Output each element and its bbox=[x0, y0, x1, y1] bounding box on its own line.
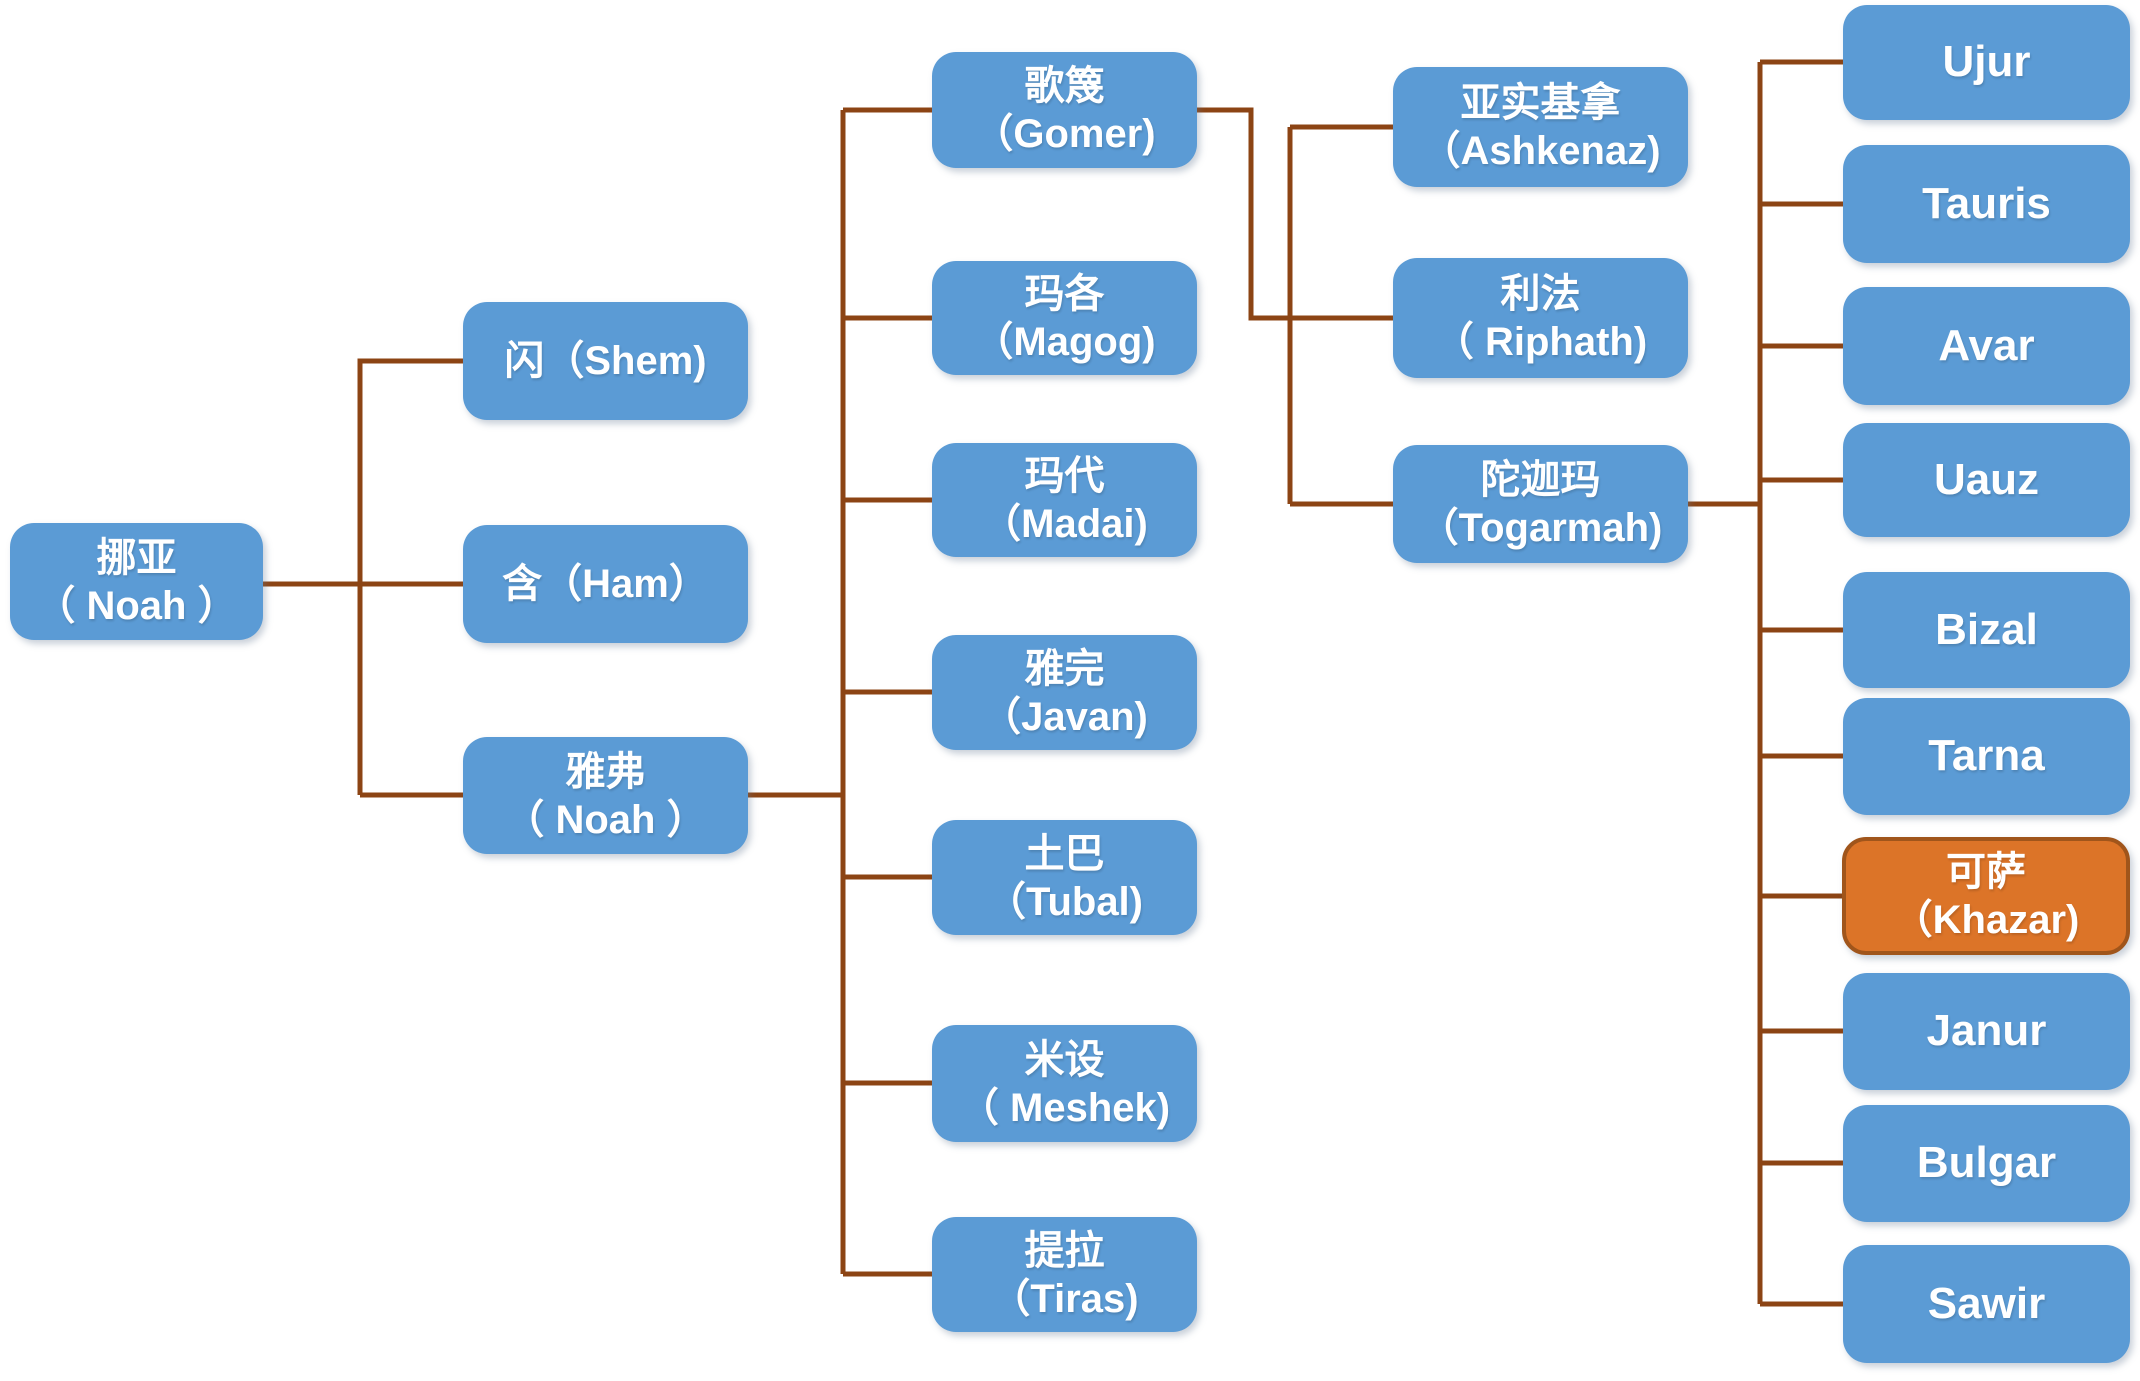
node-gomer: 歌篾 （Gomer) bbox=[932, 52, 1197, 168]
node-magog: 玛各 （Magog) bbox=[932, 261, 1197, 375]
node-label-zh: 米设 bbox=[1024, 1037, 1105, 1082]
node-label-zh: 亚实基拿 bbox=[1460, 81, 1621, 125]
node-label: Uauz bbox=[1933, 454, 2040, 504]
node-label-en: （Tiras) bbox=[990, 1276, 1139, 1321]
node-label-zh: 歌篾 bbox=[1024, 64, 1105, 108]
node-label-zh: 玛各 bbox=[1024, 272, 1105, 316]
node-label-en: （Magog) bbox=[973, 320, 1156, 364]
node-ham: 含（Ham） bbox=[463, 525, 748, 643]
node-ujur: Ujur bbox=[1843, 5, 2130, 120]
node-label-en: （Togarmah) bbox=[1418, 506, 1663, 550]
node-riphath: 利法 （ Riphath) bbox=[1393, 258, 1688, 378]
node-label: Ujur bbox=[1942, 37, 2031, 87]
node-noah: 挪亚 （ Noah ） bbox=[10, 523, 263, 640]
node-label: Bulgar bbox=[1916, 1138, 2057, 1188]
node-shem: 闪（Shem) bbox=[463, 302, 748, 420]
node-label-en: （ Riphath) bbox=[1433, 320, 1648, 364]
node-label: Tauris bbox=[1922, 178, 2051, 228]
node-label-en: （ Noah ） bbox=[35, 583, 238, 628]
node-label-en: （Khazar) bbox=[1892, 898, 2080, 942]
node-tubal: 土巴 （Tubal) bbox=[932, 820, 1197, 935]
connector-noah-shem-trunk bbox=[357, 358, 463, 795]
node-javan: 雅完 （Javan) bbox=[932, 635, 1197, 750]
node-bizal: Bizal bbox=[1843, 572, 2130, 688]
node-madai: 玛代 （Madai) bbox=[932, 443, 1197, 557]
node-label-en: （Ashkenaz) bbox=[1420, 129, 1661, 173]
node-uauz: Uauz bbox=[1843, 423, 2130, 537]
node-label-en: （Madai) bbox=[981, 502, 1148, 546]
node-label-zh: 雅完 bbox=[1024, 646, 1105, 691]
node-label-zh: 陀迦玛 bbox=[1480, 458, 1601, 502]
node-label-en: （ Noah ） bbox=[504, 797, 707, 842]
node-label: Tarna bbox=[1928, 731, 2045, 781]
node-label: Sawir bbox=[1927, 1278, 2046, 1328]
node-label-zh: 土巴 bbox=[1024, 831, 1105, 876]
node-label-en: （Gomer) bbox=[973, 112, 1156, 156]
node-label-zh: 可萨 bbox=[1946, 850, 2026, 894]
node-label-en: （Tubal) bbox=[985, 879, 1143, 924]
node-label-zh: 利法 bbox=[1500, 272, 1581, 316]
node-ashkenaz: 亚实基拿 （Ashkenaz) bbox=[1393, 67, 1688, 187]
node-label-en: （ Meshek) bbox=[958, 1085, 1171, 1130]
node-tiras: 提拉 （Tiras) bbox=[932, 1217, 1197, 1332]
node-khazar: 可萨 （Khazar) bbox=[1842, 837, 2130, 955]
node-label-zh: 提拉 bbox=[1024, 1228, 1105, 1273]
node-togarmah: 陀迦玛 （Togarmah) bbox=[1393, 445, 1688, 563]
node-label-zh: 挪亚 bbox=[96, 535, 177, 580]
node-sawir: Sawir bbox=[1843, 1245, 2130, 1363]
node-tarna: Tarna bbox=[1843, 698, 2130, 815]
connector-gomer-out bbox=[1197, 107, 1290, 321]
node-avar: Avar bbox=[1843, 287, 2130, 405]
node-label-zh: 玛代 bbox=[1024, 454, 1105, 498]
node-label: Avar bbox=[1938, 320, 2035, 370]
node-label-zh: 雅弗 bbox=[565, 749, 646, 794]
node-label: 闪（Shem) bbox=[504, 339, 707, 383]
node-bulgar: Bulgar bbox=[1843, 1105, 2130, 1222]
node-label-en: （Javan) bbox=[981, 694, 1148, 739]
node-label: Janur bbox=[1926, 1006, 2047, 1056]
node-label: 含（Ham） bbox=[502, 562, 709, 606]
node-label: Bizal bbox=[1935, 604, 2038, 654]
node-tauris: Tauris bbox=[1843, 145, 2130, 263]
node-meshek: 米设 （ Meshek) bbox=[932, 1025, 1197, 1142]
node-janur: Janur bbox=[1843, 973, 2130, 1090]
node-japheth: 雅弗 （ Noah ） bbox=[463, 737, 748, 854]
